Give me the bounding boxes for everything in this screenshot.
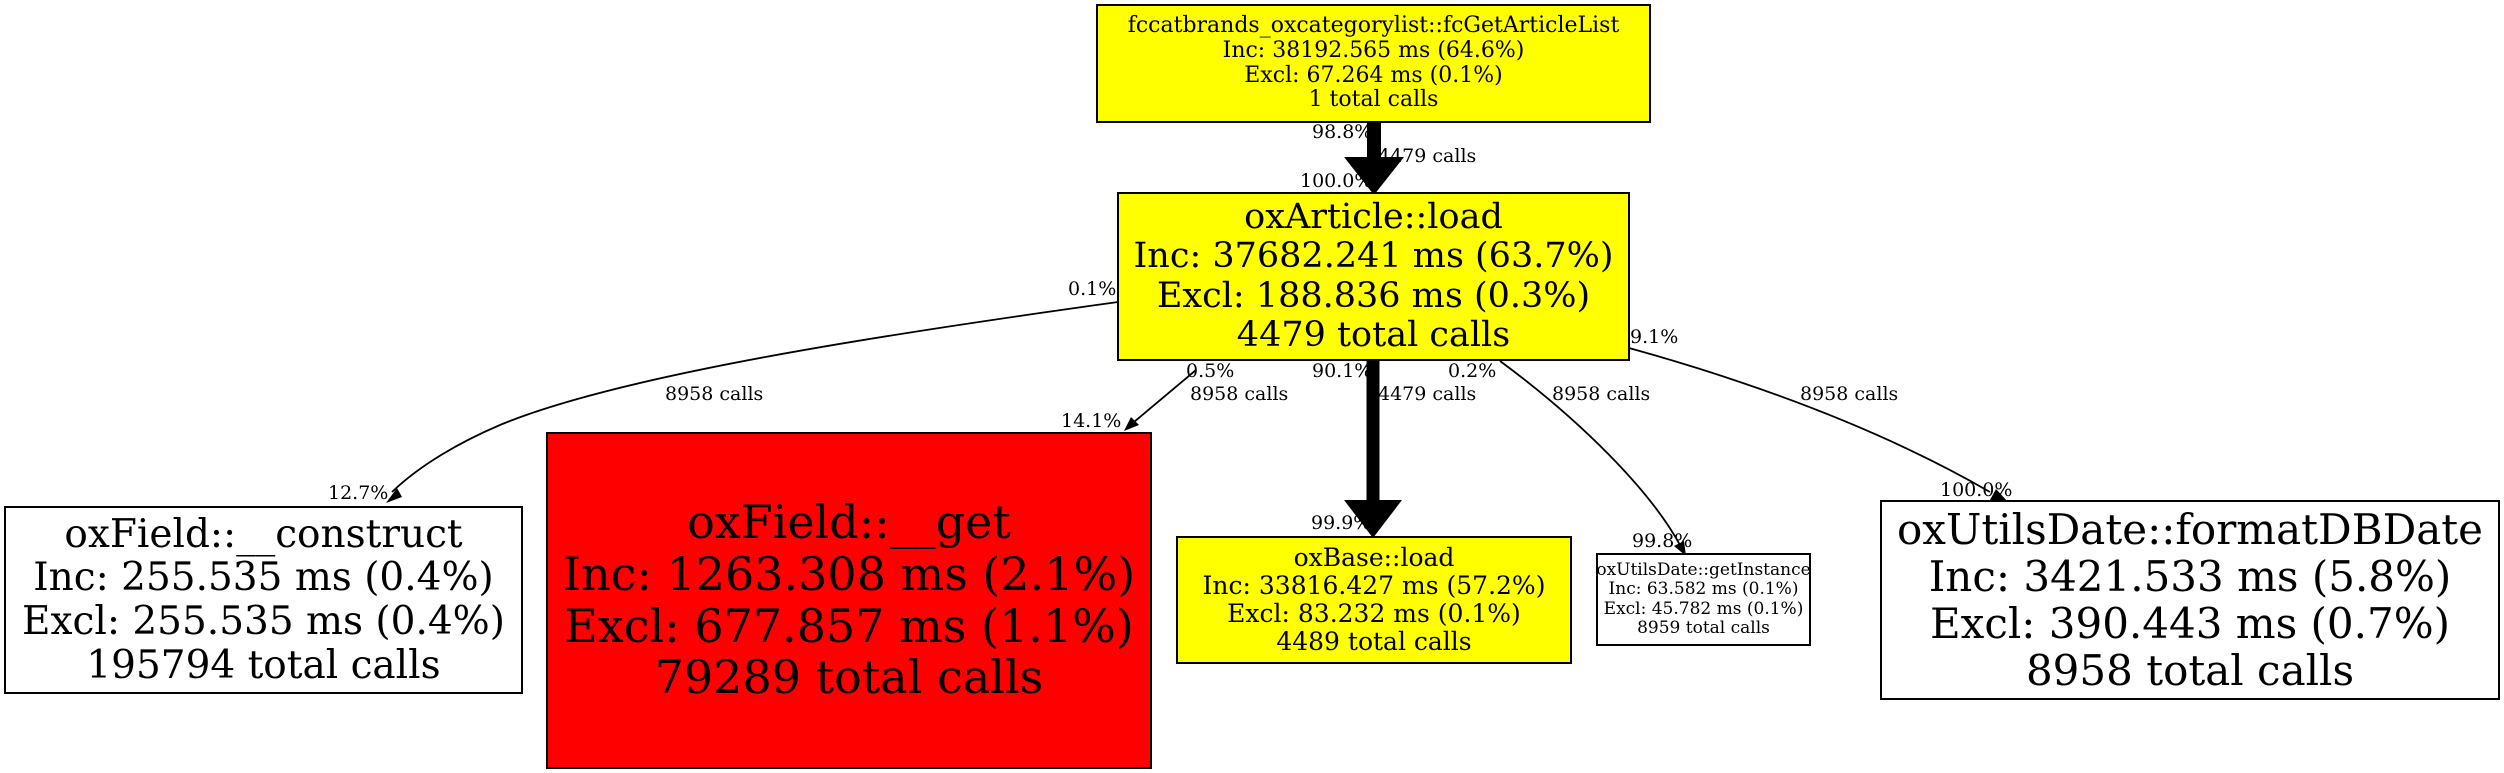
edge-label-tail-pct: 9.1% [1630, 326, 1678, 348]
node-oxbase-load[interactable]: oxBase::load Inc: 33816.427 ms (57.2%) E… [1176, 536, 1572, 664]
edge-label-tail-pct: 0.1% [1068, 278, 1116, 300]
edge-root-to-article-load[interactable]: 98.8% 4479 calls 100.0% [1300, 121, 1476, 195]
node-name: oxArticle::load [1244, 197, 1503, 238]
node-total-calls: 79289 total calls [654, 650, 1044, 705]
node-name: oxUtilsDate::formatDBDate [1896, 504, 2484, 554]
node-inclusive-time: Inc: 255.535 ms (0.4%) [33, 555, 494, 601]
node-inclusive-time: Inc: 3421.533 ms (5.8%) [1928, 551, 2452, 601]
node-name: oxField::__get [687, 495, 1011, 550]
node-total-calls: 8959 total calls [1637, 617, 1770, 638]
node-oxutilsdate-formatdbdate[interactable]: oxUtilsDate::formatDBDate Inc: 3421.533 … [1880, 500, 2500, 700]
node-name: fccatbrands_oxcategorylist::fcGetArticle… [1127, 13, 1620, 39]
node-total-calls: 4479 total calls [1236, 314, 1511, 355]
node-name: oxUtilsDate::getInstance [1596, 560, 1811, 581]
node-oxarticle-load[interactable]: oxArticle::load Inc: 37682.241 ms (63.7%… [1117, 192, 1630, 361]
node-oxfield-construct[interactable]: oxField::__construct Inc: 255.535 ms (0.… [4, 506, 523, 694]
node-exclusive-time: Excl: 67.264 ms (0.1%) [1244, 62, 1503, 88]
edge-label-calls: 8958 calls [1552, 383, 1650, 405]
node-oxfield-get[interactable]: oxField::__get Inc: 1263.308 ms (2.1%) E… [546, 432, 1152, 769]
edge-label-calls: 4479 calls [1378, 383, 1476, 405]
node-inclusive-time: Inc: 63.582 ms (0.1%) [1608, 579, 1799, 600]
edge-label-calls: 8958 calls [665, 383, 763, 405]
node-oxutilsdate-getinstance[interactable]: oxUtilsDate::getInstance Inc: 63.582 ms … [1596, 553, 1811, 646]
edge-label-head-pct: 99.9% [1311, 512, 1371, 534]
node-exclusive-time: Excl: 45.782 ms (0.1%) [1603, 598, 1804, 619]
node-inclusive-time: Inc: 37682.241 ms (63.7%) [1133, 236, 1614, 277]
edge-label-head-pct: 12.7% [328, 482, 388, 504]
edge-article-load-to-field-get[interactable]: 0.5% 8958 calls 14.1% [1061, 360, 1288, 432]
node-inclusive-time: Inc: 38192.565 ms (64.6%) [1222, 37, 1525, 63]
edge-label-calls: 4479 calls [1378, 145, 1476, 167]
edge-label-head-pct: 14.1% [1061, 410, 1121, 432]
node-exclusive-time: Excl: 677.857 ms (1.1%) [564, 598, 1134, 653]
node-total-calls: 4489 total calls [1276, 627, 1472, 656]
edge-article-load-to-field-construct[interactable]: 0.1% 8958 calls 12.7% [328, 278, 1119, 504]
node-name: oxBase::load [1293, 543, 1455, 572]
edge-article-load-to-getinstance[interactable]: 0.2% 8958 calls 99.8% [1448, 360, 1692, 556]
node-inclusive-time: Inc: 33816.427 ms (57.2%) [1202, 571, 1546, 600]
edge-article-load-to-base-load[interactable]: 90.1% 4479 calls 99.9% [1311, 360, 1476, 538]
edge-label-tail-pct: 0.2% [1448, 360, 1496, 382]
node-exclusive-time: Excl: 390.443 ms (0.7%) [1929, 599, 2451, 648]
edge-label-calls: 8958 calls [1800, 383, 1898, 405]
node-exclusive-time: Excl: 188.836 ms (0.3%) [1156, 275, 1591, 316]
edge-label-calls: 8958 calls [1190, 383, 1288, 405]
node-fcgetarticlelist[interactable]: fccatbrands_oxcategorylist::fcGetArticle… [1096, 4, 1651, 123]
edge-label-tail-pct: 98.8% [1312, 121, 1372, 143]
node-exclusive-time: Excl: 255.535 ms (0.4%) [22, 599, 505, 644]
node-exclusive-time: Excl: 83.232 ms (0.1%) [1227, 599, 1521, 628]
edge-label-head-pct: 99.8% [1632, 530, 1692, 552]
node-total-calls: 8958 total calls [2025, 646, 2355, 696]
node-name: oxField::__construct [64, 511, 463, 557]
edge-label-head-pct: 100.0% [1300, 170, 1372, 192]
edge-label-head-pct: 100.0% [1940, 479, 2012, 501]
node-inclusive-time: Inc: 1263.308 ms (2.1%) [562, 546, 1136, 601]
edge-label-tail-pct: 0.5% [1186, 360, 1234, 382]
node-total-calls: 1 total calls [1308, 87, 1439, 113]
node-total-calls: 195794 total calls [86, 642, 441, 688]
edge-label-tail-pct: 90.1% [1312, 360, 1372, 382]
edge-article-load-to-formatdbdate[interactable]: 9.1% 8958 calls 100.0% [1628, 326, 2012, 502]
